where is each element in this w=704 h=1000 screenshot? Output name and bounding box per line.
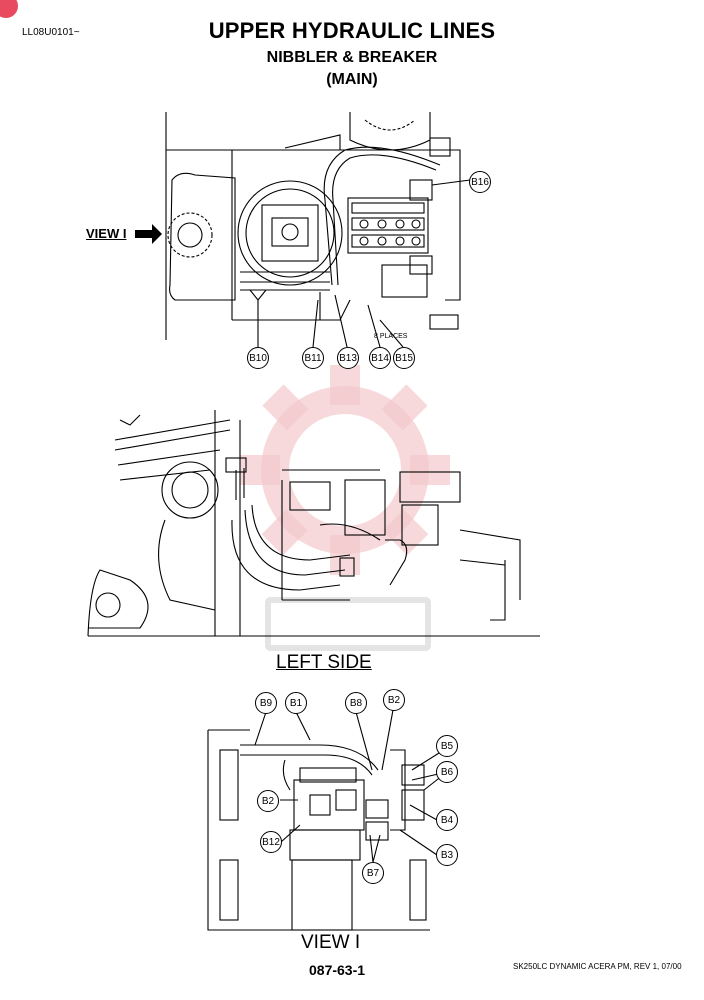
callout-b15: B15 (393, 347, 415, 369)
callout-b11: B11 (302, 347, 324, 369)
page-number: 087-63-1 (309, 962, 366, 978)
callout-b7: B7 (362, 862, 384, 884)
callout-b10: B10 (247, 347, 269, 369)
callout-b6: B6 (436, 761, 458, 783)
places-note: 8 PLACES (374, 333, 408, 340)
callout-b3: B3 (436, 844, 458, 866)
callout-b1: B1 (285, 692, 307, 714)
callout-b14: B14 (369, 347, 391, 369)
left-side-label: LEFT SIDE (276, 652, 372, 673)
view-i-callout: VIEW I (86, 226, 127, 241)
callout-b5: B5 (436, 735, 458, 757)
page-title: UPPER HYDRAULIC LINES (208, 18, 496, 43)
corner-badge (0, 0, 18, 18)
callout-b2-lower: B2 (257, 790, 279, 812)
callout-b9: B9 (255, 692, 277, 714)
callout-b8: B8 (345, 692, 367, 714)
callout-b2-upper: B2 (383, 689, 405, 711)
view-i-label: VIEW I (301, 932, 361, 953)
callout-b12: B12 (260, 831, 282, 853)
callout-b4: B4 (436, 809, 458, 831)
page-subtitle-secondary: (MAIN) (326, 71, 378, 88)
page-subtitle: NIBBLER & BREAKER (266, 49, 438, 66)
document-code: LL08U0101~ (22, 27, 80, 38)
footer-note: SK250LC DYNAMIC ACERA PM, REV 1, 07/00 (513, 962, 682, 971)
callout-b16: B16 (469, 171, 491, 193)
callout-b13: B13 (337, 347, 359, 369)
